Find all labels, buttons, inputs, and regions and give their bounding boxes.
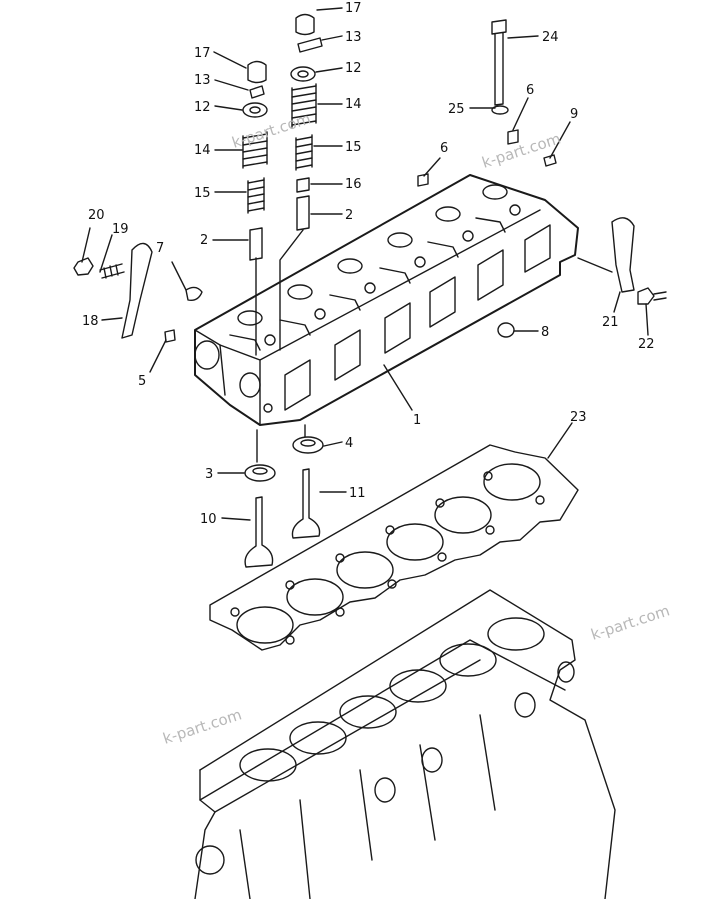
callout-8: 8 xyxy=(541,325,549,340)
callout-7: 7 xyxy=(156,241,164,256)
lifting-bracket-18 xyxy=(121,242,153,339)
plug-6-right xyxy=(507,129,519,145)
retainer-12-left xyxy=(242,102,268,118)
callout-10: 10 xyxy=(200,512,217,527)
gasket-holes xyxy=(230,471,545,645)
callout-15-right: 15 xyxy=(345,140,362,155)
callout-17-left: 17 xyxy=(194,46,211,61)
callout-2-right: 2 xyxy=(345,208,353,223)
bolt-22 xyxy=(637,287,667,305)
washer-25 xyxy=(491,105,509,115)
callout-13-right: 13 xyxy=(345,30,362,45)
callout-1: 1 xyxy=(413,413,421,428)
spring-15-left xyxy=(247,177,265,214)
callout-24: 24 xyxy=(542,30,559,45)
valve-stem-seal-16 xyxy=(296,177,310,193)
callout-16: 16 xyxy=(345,177,362,192)
callout-2-left: 2 xyxy=(200,233,208,248)
callout-13-left: 13 xyxy=(194,73,211,88)
callout-labels: 17 13 12 14 15 16 2 17 13 12 14 15 2 24 … xyxy=(82,1,655,527)
watermark-3: k-part.com xyxy=(589,601,672,643)
valve-seat-4 xyxy=(292,436,324,454)
stud-19 xyxy=(99,263,125,279)
watermark-2: k-part.com xyxy=(480,129,563,171)
callout-21: 21 xyxy=(602,315,619,330)
callout-14-right: 14 xyxy=(345,97,362,112)
callout-23: 23 xyxy=(570,410,587,425)
callout-6-left: 6 xyxy=(440,141,448,156)
spring-15-right xyxy=(295,134,313,171)
callout-19: 19 xyxy=(112,222,129,237)
valve-seat-3 xyxy=(244,464,276,482)
valve-10 xyxy=(244,496,274,568)
callout-20: 20 xyxy=(88,208,105,223)
callout-15-left: 15 xyxy=(194,186,211,201)
head-gasket xyxy=(209,444,579,651)
callout-6-right: 6 xyxy=(526,83,534,98)
plug-5 xyxy=(164,329,176,343)
retainer-12-right xyxy=(290,66,316,82)
callout-18: 18 xyxy=(82,314,99,329)
plug-6-left xyxy=(417,173,429,187)
callout-11: 11 xyxy=(349,486,366,501)
keeper-13-left xyxy=(249,85,265,99)
block-bores xyxy=(239,617,545,782)
plug-7 xyxy=(185,286,203,302)
head-top-details xyxy=(229,184,521,351)
head-bolt-24 xyxy=(491,19,507,106)
callout-22: 22 xyxy=(638,337,655,352)
spring-14-left xyxy=(242,131,268,169)
callout-9: 9 xyxy=(570,107,578,122)
callout-12-left: 12 xyxy=(194,100,211,115)
watermark-4: k-part.com xyxy=(161,705,244,747)
callout-3: 3 xyxy=(205,467,213,482)
valve-guide-2-right xyxy=(296,195,310,231)
cylinder-head xyxy=(194,174,579,426)
cylinder-block xyxy=(194,589,616,899)
gasket-bores xyxy=(236,463,541,644)
lifting-bracket-21 xyxy=(611,217,635,293)
leader-lines xyxy=(81,7,649,521)
head-ports xyxy=(284,224,551,411)
keeper-13-right xyxy=(297,37,323,53)
valve-guide-2-left xyxy=(249,227,263,261)
valve-cap-17-left xyxy=(247,60,267,84)
callout-17-right: 17 xyxy=(345,1,362,16)
valve-11 xyxy=(291,468,321,539)
callout-5: 5 xyxy=(138,374,146,389)
callout-14-left: 14 xyxy=(194,143,211,158)
nut-20 xyxy=(73,257,94,276)
valve-cap-17-right xyxy=(295,13,315,36)
callout-25: 25 xyxy=(448,102,465,117)
callout-12-right: 12 xyxy=(345,61,362,76)
callout-4: 4 xyxy=(345,436,353,451)
spring-14-right xyxy=(291,83,317,128)
watermark-1: k-part.com xyxy=(230,109,313,151)
plug-8 xyxy=(497,322,515,338)
